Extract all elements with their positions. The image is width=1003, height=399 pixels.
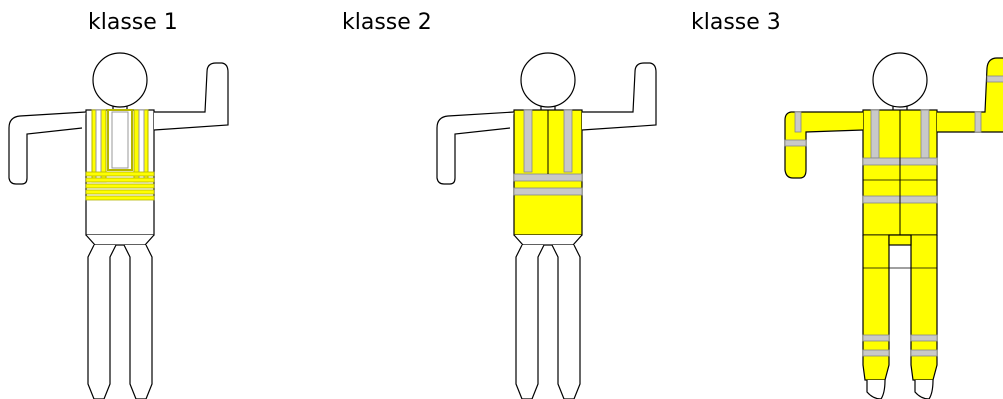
right-trouser — [911, 235, 937, 380]
right-arm — [582, 63, 656, 130]
waist — [514, 235, 582, 245]
waist — [86, 235, 154, 245]
left-trouser — [863, 235, 889, 380]
head-icon — [873, 53, 927, 107]
figure-klasse-3 — [785, 53, 1003, 399]
right-leg — [124, 245, 152, 399]
figure-klasse-2 — [437, 53, 656, 399]
figure-klasse-1 — [9, 53, 228, 399]
left-leg — [516, 245, 544, 399]
vest-straps — [86, 110, 154, 200]
right-foot — [915, 380, 933, 399]
right-leg — [552, 245, 580, 399]
left-foot — [867, 380, 885, 399]
right-sleeve — [937, 58, 1003, 132]
head-icon — [93, 53, 147, 107]
left-arm — [437, 112, 514, 184]
head-icon — [521, 53, 575, 107]
left-leg — [88, 245, 116, 399]
left-arm — [9, 112, 86, 184]
right-arm — [154, 63, 228, 130]
